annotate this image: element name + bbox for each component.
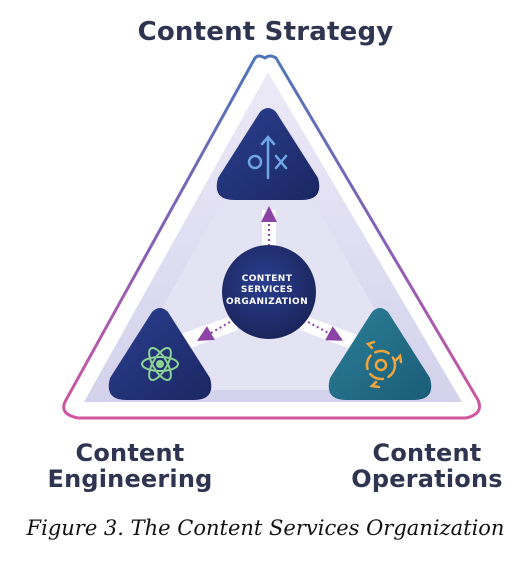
engineering-label-line-2: Engineering (47, 465, 213, 494)
atom-icon (141, 347, 179, 381)
arrow-to-operations (307, 321, 344, 341)
center-label: CONTENT SERVICES ORGANIZATION (221, 274, 313, 308)
content-services-diagram: CONTENT SERVICES ORGANIZATION (62, 54, 481, 420)
operations-label: Content Operations (327, 440, 527, 493)
center-label-line-1: CONTENT (241, 274, 293, 284)
operations-label-line-2: Operations (351, 465, 503, 494)
figure-caption: Figure 3. The Content Services Organizat… (26, 516, 505, 540)
strategy-label: Content Strategy (137, 17, 394, 47)
outer-triangle (62, 54, 481, 420)
engineering-node (108, 308, 212, 400)
engineering-label-line-1: Content (75, 439, 185, 467)
strategy-o-arrow-x-icon (247, 135, 288, 180)
operations-label-line-1: Content (372, 439, 482, 467)
engineering-label: Content Engineering (20, 440, 240, 493)
operations-node (328, 308, 432, 400)
recycle-cycle-icon (365, 340, 403, 389)
center-label-line-2: SERVICES (240, 285, 294, 296)
arrow-to-engineering (197, 321, 231, 341)
diagram-graphic (62, 54, 481, 420)
center-circle (222, 245, 316, 339)
center-label-line-3: ORGANIZATION (225, 296, 309, 307)
